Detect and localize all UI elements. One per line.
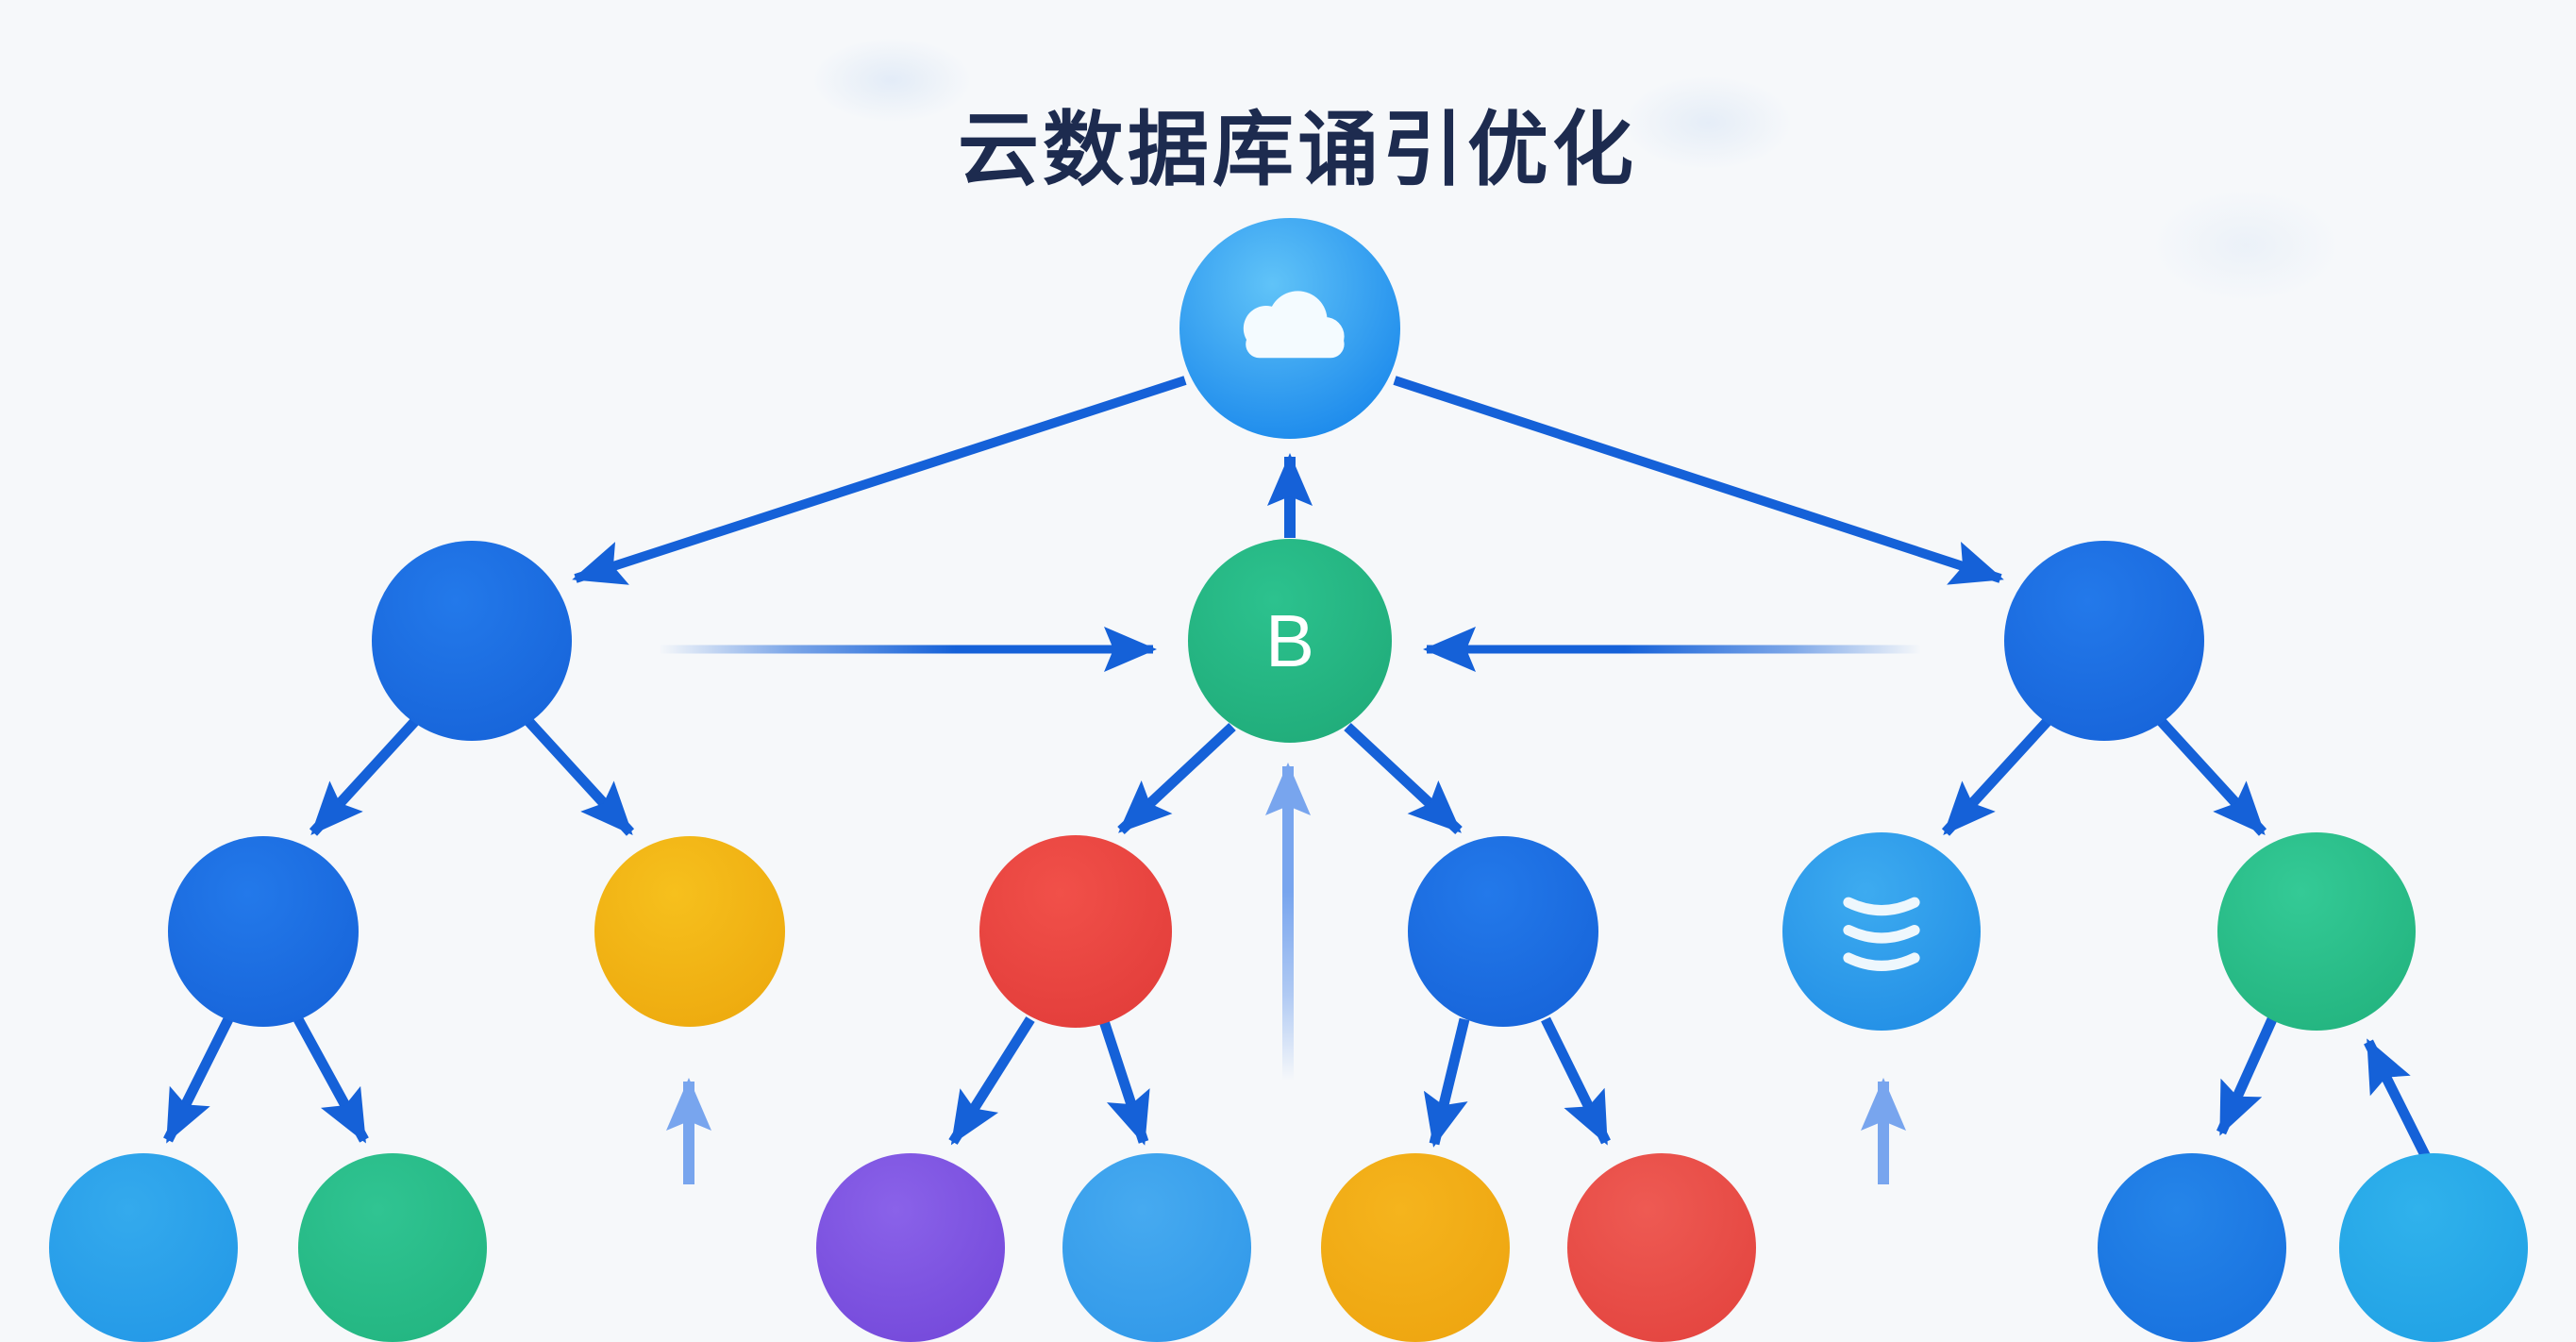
node-label-b-node: B — [1264, 599, 1315, 682]
edge-l4-8-to-l3-6 — [2364, 1038, 2432, 1162]
database-disks-icon — [1843, 897, 1920, 971]
edge-l2-left-to-l3-2 — [524, 717, 635, 836]
edges-layer — [163, 376, 2432, 1184]
node-l3-3-red — [979, 835, 1172, 1028]
edge-b-to-l3-blue — [1344, 722, 1463, 835]
node-cloud-root — [1179, 218, 1400, 439]
edge-l3-1-to-l4-1 — [163, 1016, 233, 1144]
node-l3-2-yellow — [594, 836, 785, 1027]
page-title: 云数据库诵引优化 — [958, 105, 1637, 195]
edge-l3-4-to-l4-6 — [1541, 1016, 1611, 1146]
node-l3-1-blue — [168, 836, 359, 1027]
edge-l2-right-to-l3-6 — [2156, 717, 2267, 836]
cloud-icon — [1243, 291, 1345, 359]
btree-diagram: 云数据库诵引优化 B — [49, 38, 2528, 1342]
node-l2-right — [2004, 541, 2204, 741]
node-l3-4-blue — [1408, 836, 1598, 1027]
edge-b-to-l3-red — [1117, 722, 1236, 835]
node-l4-6 — [1567, 1153, 1756, 1342]
edge-group — [163, 376, 2432, 1184]
edge-l3-3-to-l4-3 — [948, 1016, 1035, 1146]
node-l4-1 — [49, 1153, 238, 1342]
edge-cloud-to-l2-left — [572, 376, 1187, 585]
node-l3-6-green — [2217, 832, 2416, 1031]
edge-l3-6-to-l4-7 — [2216, 1016, 2278, 1136]
node-l4-4 — [1062, 1153, 1251, 1342]
node-l4-5 — [1321, 1153, 1510, 1342]
edge-l3-4-to-l4-5 — [1423, 1017, 1470, 1148]
edge-l2-right-to-l3-5 — [1941, 717, 2052, 836]
edge-cloud-to-l2-right — [1393, 376, 2004, 585]
node-l2-left — [372, 541, 572, 741]
nodes-layer: B — [49, 218, 2528, 1342]
node-l3-5-disk — [1782, 832, 1981, 1031]
node-b-node: B — [1188, 539, 1392, 743]
node-l4-2 — [298, 1153, 487, 1342]
node-l4-7 — [2098, 1153, 2286, 1342]
edge-l3-3-to-l4-4 — [1098, 1019, 1150, 1146]
edge-l3-1-to-l4-2 — [293, 1016, 369, 1144]
node-l4-8 — [2339, 1153, 2528, 1342]
node-l4-3 — [816, 1153, 1005, 1342]
edge-l2-left-to-l3-1 — [309, 717, 420, 836]
